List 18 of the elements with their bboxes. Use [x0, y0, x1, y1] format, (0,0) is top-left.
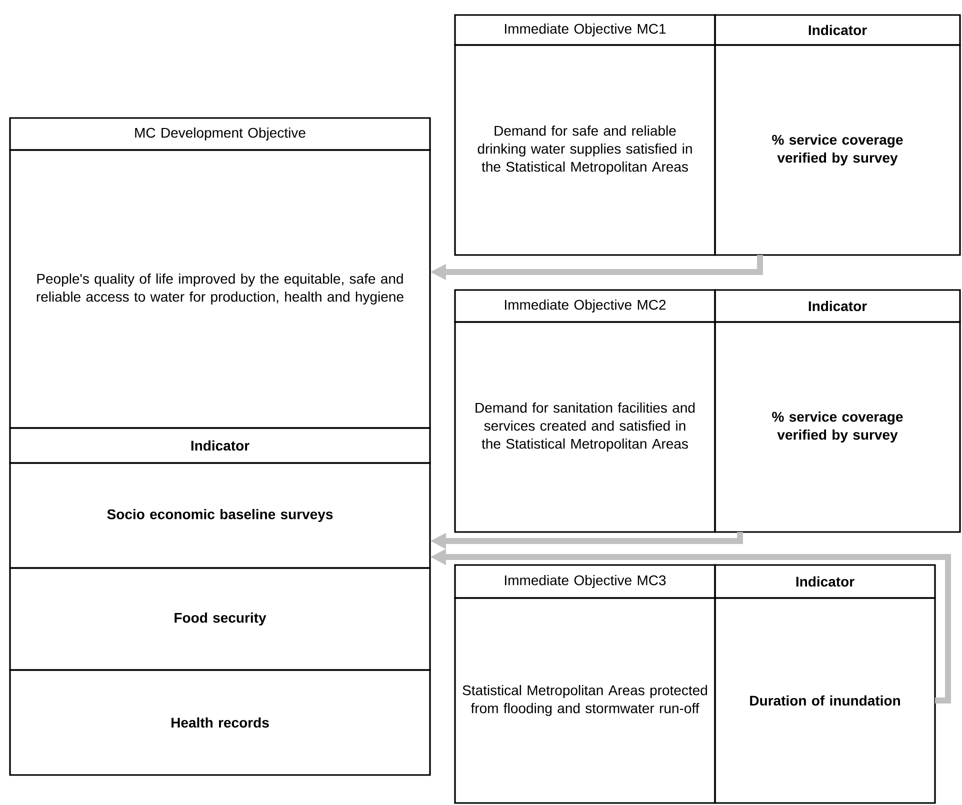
table-cell: Demand for safe and reliable drinking water supplies satisfied in the Statistical Metropolitan Areas	[454, 44, 716, 256]
table-header-cell: Indicator	[714, 289, 961, 323]
table-cell: % service coverage verified by survey	[714, 321, 961, 533]
table-cell: Socio economic baseline surveys	[9, 462, 431, 569]
table-cell: Food security	[9, 567, 431, 671]
table-header-cell: Immediate Objective MC1	[454, 14, 716, 46]
table-header-cell: Immediate Objective MC2	[454, 289, 716, 323]
table-cell: Statistical Metropolitan Areas protected from flooding and stormwater run-off	[454, 597, 716, 804]
table-header-cell: Indicator	[9, 427, 431, 464]
table-cell: % service coverage verified by survey	[714, 44, 961, 256]
table-cell: Health records	[9, 669, 431, 776]
table-cell: Demand for sanitation facilities and services created and satisfied in the Statistical Metropolitan Areas	[454, 321, 716, 533]
table-header-cell: Immediate Objective MC3	[454, 564, 716, 599]
table-cell: People's quality of life improved by the equitable, safe and reliable access to water for production, health and hygiene	[9, 149, 431, 429]
table-header-cell: Indicator	[714, 14, 961, 46]
table-header-cell: MC Development Objective	[9, 117, 431, 151]
table-header-cell: Indicator	[714, 564, 936, 599]
table-cell: Duration of inundation	[714, 597, 936, 804]
